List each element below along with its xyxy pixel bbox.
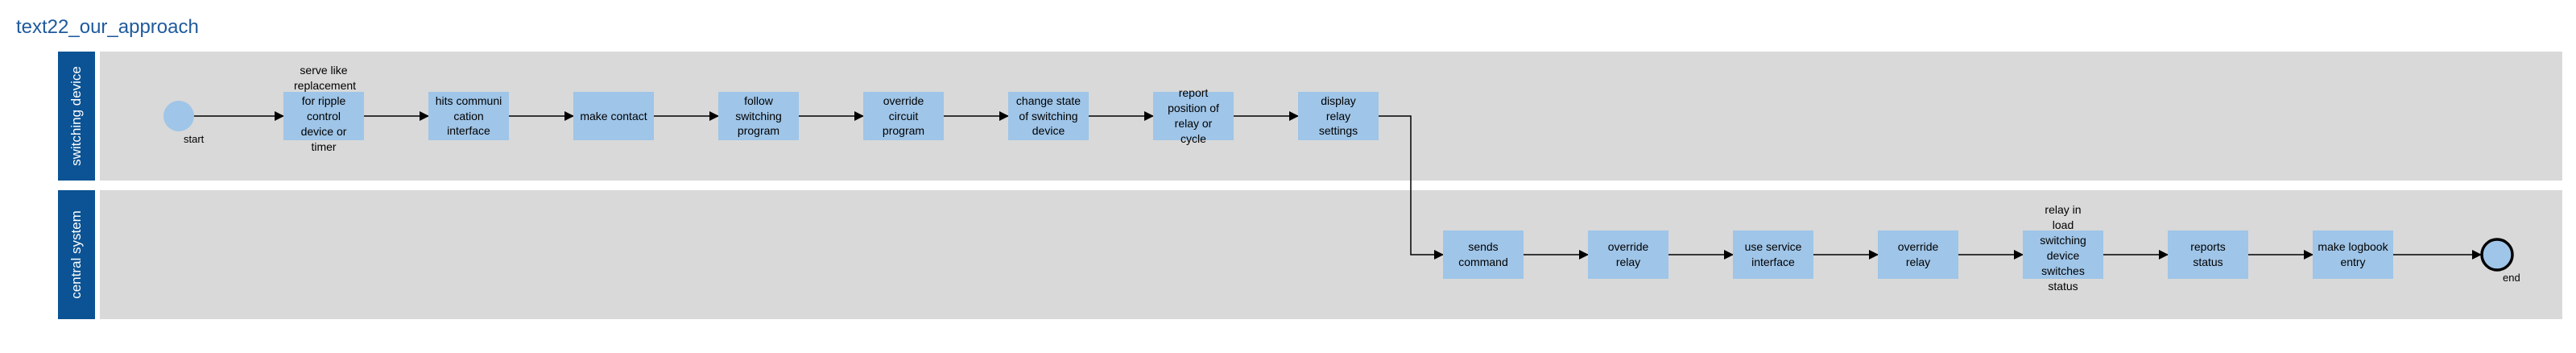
- lane-header-switching-device: switching device: [58, 52, 95, 181]
- start-event: [163, 101, 194, 131]
- task-label: make logbook entry: [2318, 240, 2388, 268]
- task-label: sends command: [1458, 240, 1508, 268]
- task-label: display relay settings: [1318, 93, 1358, 138]
- task-label: override relay: [1897, 240, 1939, 268]
- task-follow-switching-program[interactable]: follow switching program: [718, 92, 799, 140]
- task-label: reports status: [2190, 240, 2226, 268]
- task-use-service-interface[interactable]: use service interface: [1733, 230, 1813, 279]
- task-label: use service interface: [1744, 240, 1802, 268]
- task-label: report position of relay or cycle: [1168, 86, 1219, 145]
- task-reports-status[interactable]: reports status: [2168, 230, 2248, 279]
- task-label: follow switching program: [735, 93, 782, 138]
- task-make-contact[interactable]: make contact: [573, 92, 654, 140]
- task-display-relay-settings[interactable]: display relay settings: [1298, 92, 1379, 140]
- task-hits-communication-interface[interactable]: hits communi cation interface: [428, 92, 509, 140]
- lane-header-central-system: central system: [58, 190, 95, 319]
- task-label: override relay: [1607, 240, 1649, 268]
- task-label: serve like replacement for ripple contro…: [294, 64, 357, 153]
- task-relay-switches-status[interactable]: relay in load switching device switches …: [2023, 203, 2103, 293]
- end-event-label: end: [2503, 272, 2520, 284]
- task-label: make contact: [580, 109, 647, 123]
- flow-task8-to-task9: [1379, 115, 1444, 260]
- task-override-relay-1[interactable]: override relay: [1588, 230, 1668, 279]
- task-override-relay-2[interactable]: override relay: [1878, 230, 1958, 279]
- task-label: override circuit program: [882, 93, 925, 138]
- task-serve-like-replacement[interactable]: serve like replacement for ripple contro…: [283, 64, 364, 153]
- task-change-state-of-switching-device[interactable]: change state of switching device: [1008, 92, 1089, 140]
- task-label: hits communi cation interface: [435, 93, 502, 138]
- task-label: relay in load switching device switches …: [2040, 203, 2086, 293]
- task-label: change state of switching device: [1015, 93, 1081, 138]
- end-event: [2480, 238, 2514, 272]
- page-title: text22_our_approach: [16, 16, 199, 38]
- task-override-circuit-program[interactable]: override circuit program: [863, 92, 944, 140]
- task-make-logbook-entry[interactable]: make logbook entry: [2313, 230, 2393, 279]
- start-event-label: start: [184, 133, 205, 145]
- task-report-position-of-relay[interactable]: report position of relay or cycle: [1153, 86, 1234, 145]
- task-sends-command[interactable]: sends command: [1443, 230, 1524, 279]
